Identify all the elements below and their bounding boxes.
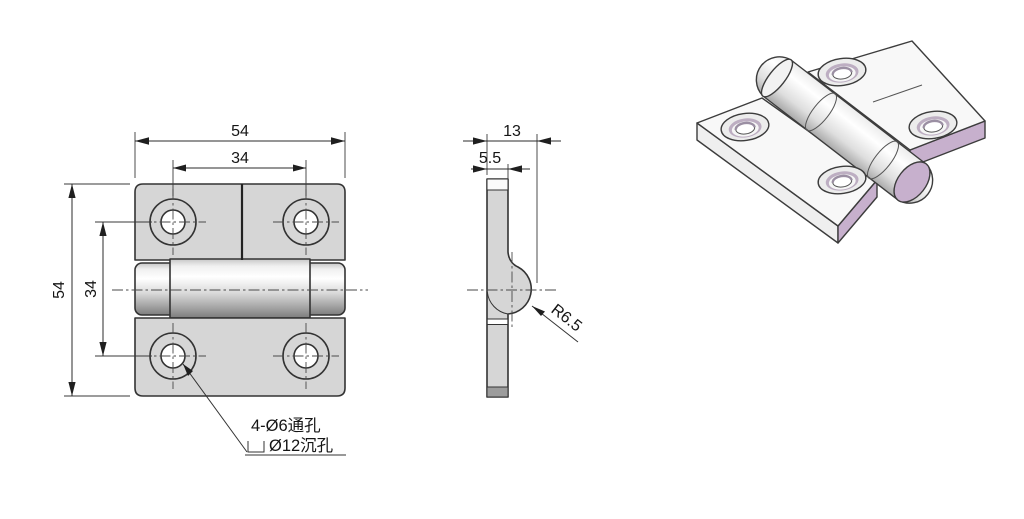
side-seam-gap — [487, 319, 508, 324]
hole-callout-line2: Ø12沉孔 — [269, 436, 333, 455]
hole-callout-line1: 4-Ø6通孔 — [251, 416, 321, 435]
iso-right-plate-blend-edge — [872, 84, 923, 103]
front-holes — [140, 189, 339, 389]
dim-hole-spacing-horizontal: 34 — [172, 150, 307, 196]
dim-overall-width-label: 54 — [231, 123, 249, 140]
dim-overall-height-label: 54 — [51, 281, 68, 299]
dim-plate-thickness-label: 5.5 — [479, 150, 501, 167]
dim-hole-spacing-horizontal-label: 34 — [231, 150, 249, 167]
hole-top-right — [273, 189, 339, 255]
hole-callout: 4-Ø6通孔 Ø12沉孔 — [182, 363, 346, 456]
iso-knuckle-joint-1 — [804, 92, 838, 132]
counterbore-icon — [247, 441, 265, 453]
dim-overall-width: 54 — [134, 123, 346, 178]
dim-overall-thickness: 13 — [463, 123, 561, 283]
isometric-view — [696, 40, 986, 244]
side-top-band — [486, 178, 509, 191]
dim-knuckle-radius: R6.5 — [531, 301, 585, 343]
front-view: 54 34 54 34 — [51, 123, 368, 456]
iso-hole — [908, 110, 958, 140]
dim-plate-thickness: 5.5 — [471, 150, 530, 179]
hinge-side-body — [467, 178, 559, 398]
iso-barrel — [755, 56, 934, 204]
side-bottom-band — [486, 386, 509, 398]
front-barrel-middle — [169, 258, 311, 319]
iso-right-knuckle-endcap — [893, 161, 931, 203]
iso-hole — [817, 165, 867, 195]
dim-hole-spacing-vertical: 34 — [83, 221, 152, 357]
dim-overall-thickness-label: 13 — [503, 123, 521, 140]
iso-hole — [817, 57, 867, 87]
iso-hole — [720, 112, 770, 142]
iso-holes — [720, 57, 958, 195]
side-plate — [486, 178, 533, 398]
dim-hole-spacing-vertical-label: 34 — [83, 280, 100, 298]
dim-knuckle-radius-label: R6.5 — [548, 301, 585, 335]
dim-overall-height: 54 — [51, 183, 130, 397]
side-view: 13 5.5 R6.5 — [463, 123, 585, 398]
iso-knuckle-joint-2 — [866, 140, 900, 180]
side-knuckle-arc — [486, 291, 509, 315]
hole-bottom-right — [273, 323, 339, 389]
iso-left-knuckle-endcap — [760, 58, 794, 98]
